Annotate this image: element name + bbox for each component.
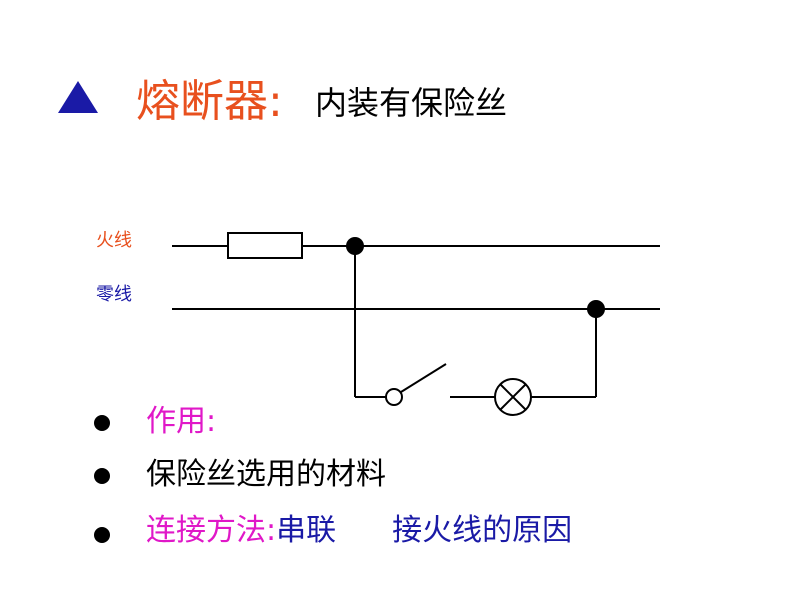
bullet-dot: [94, 415, 110, 431]
title-main: 熔断器:: [136, 76, 283, 127]
title-subtitle: 内装有保险丝: [315, 84, 508, 122]
connection-reason: 接火线的原因: [392, 513, 573, 548]
lamp-cross-b: [499, 383, 527, 411]
bullet-dot: [94, 468, 110, 484]
bullet-text-connection: 连接方法:串联 接火线的原因: [146, 511, 572, 551]
connection-method-value: 串联: [276, 513, 337, 548]
fuse-icon: [227, 232, 303, 259]
triangle-bullet-icon: [58, 81, 98, 113]
neutral-junction-dot: [587, 300, 605, 318]
switch-icon: [400, 363, 447, 393]
live-wire-label: 火线: [96, 230, 132, 251]
connection-method-label: 连接方法:: [146, 513, 277, 548]
live-junction-dot: [346, 237, 364, 255]
neutral-wire-label: 零线: [96, 284, 132, 305]
bullet-text: 作用:: [146, 404, 217, 439]
bullet-text: 保险丝选用的材料: [146, 457, 386, 492]
switch-pivot: [385, 388, 403, 406]
bullet-dot: [94, 527, 110, 543]
